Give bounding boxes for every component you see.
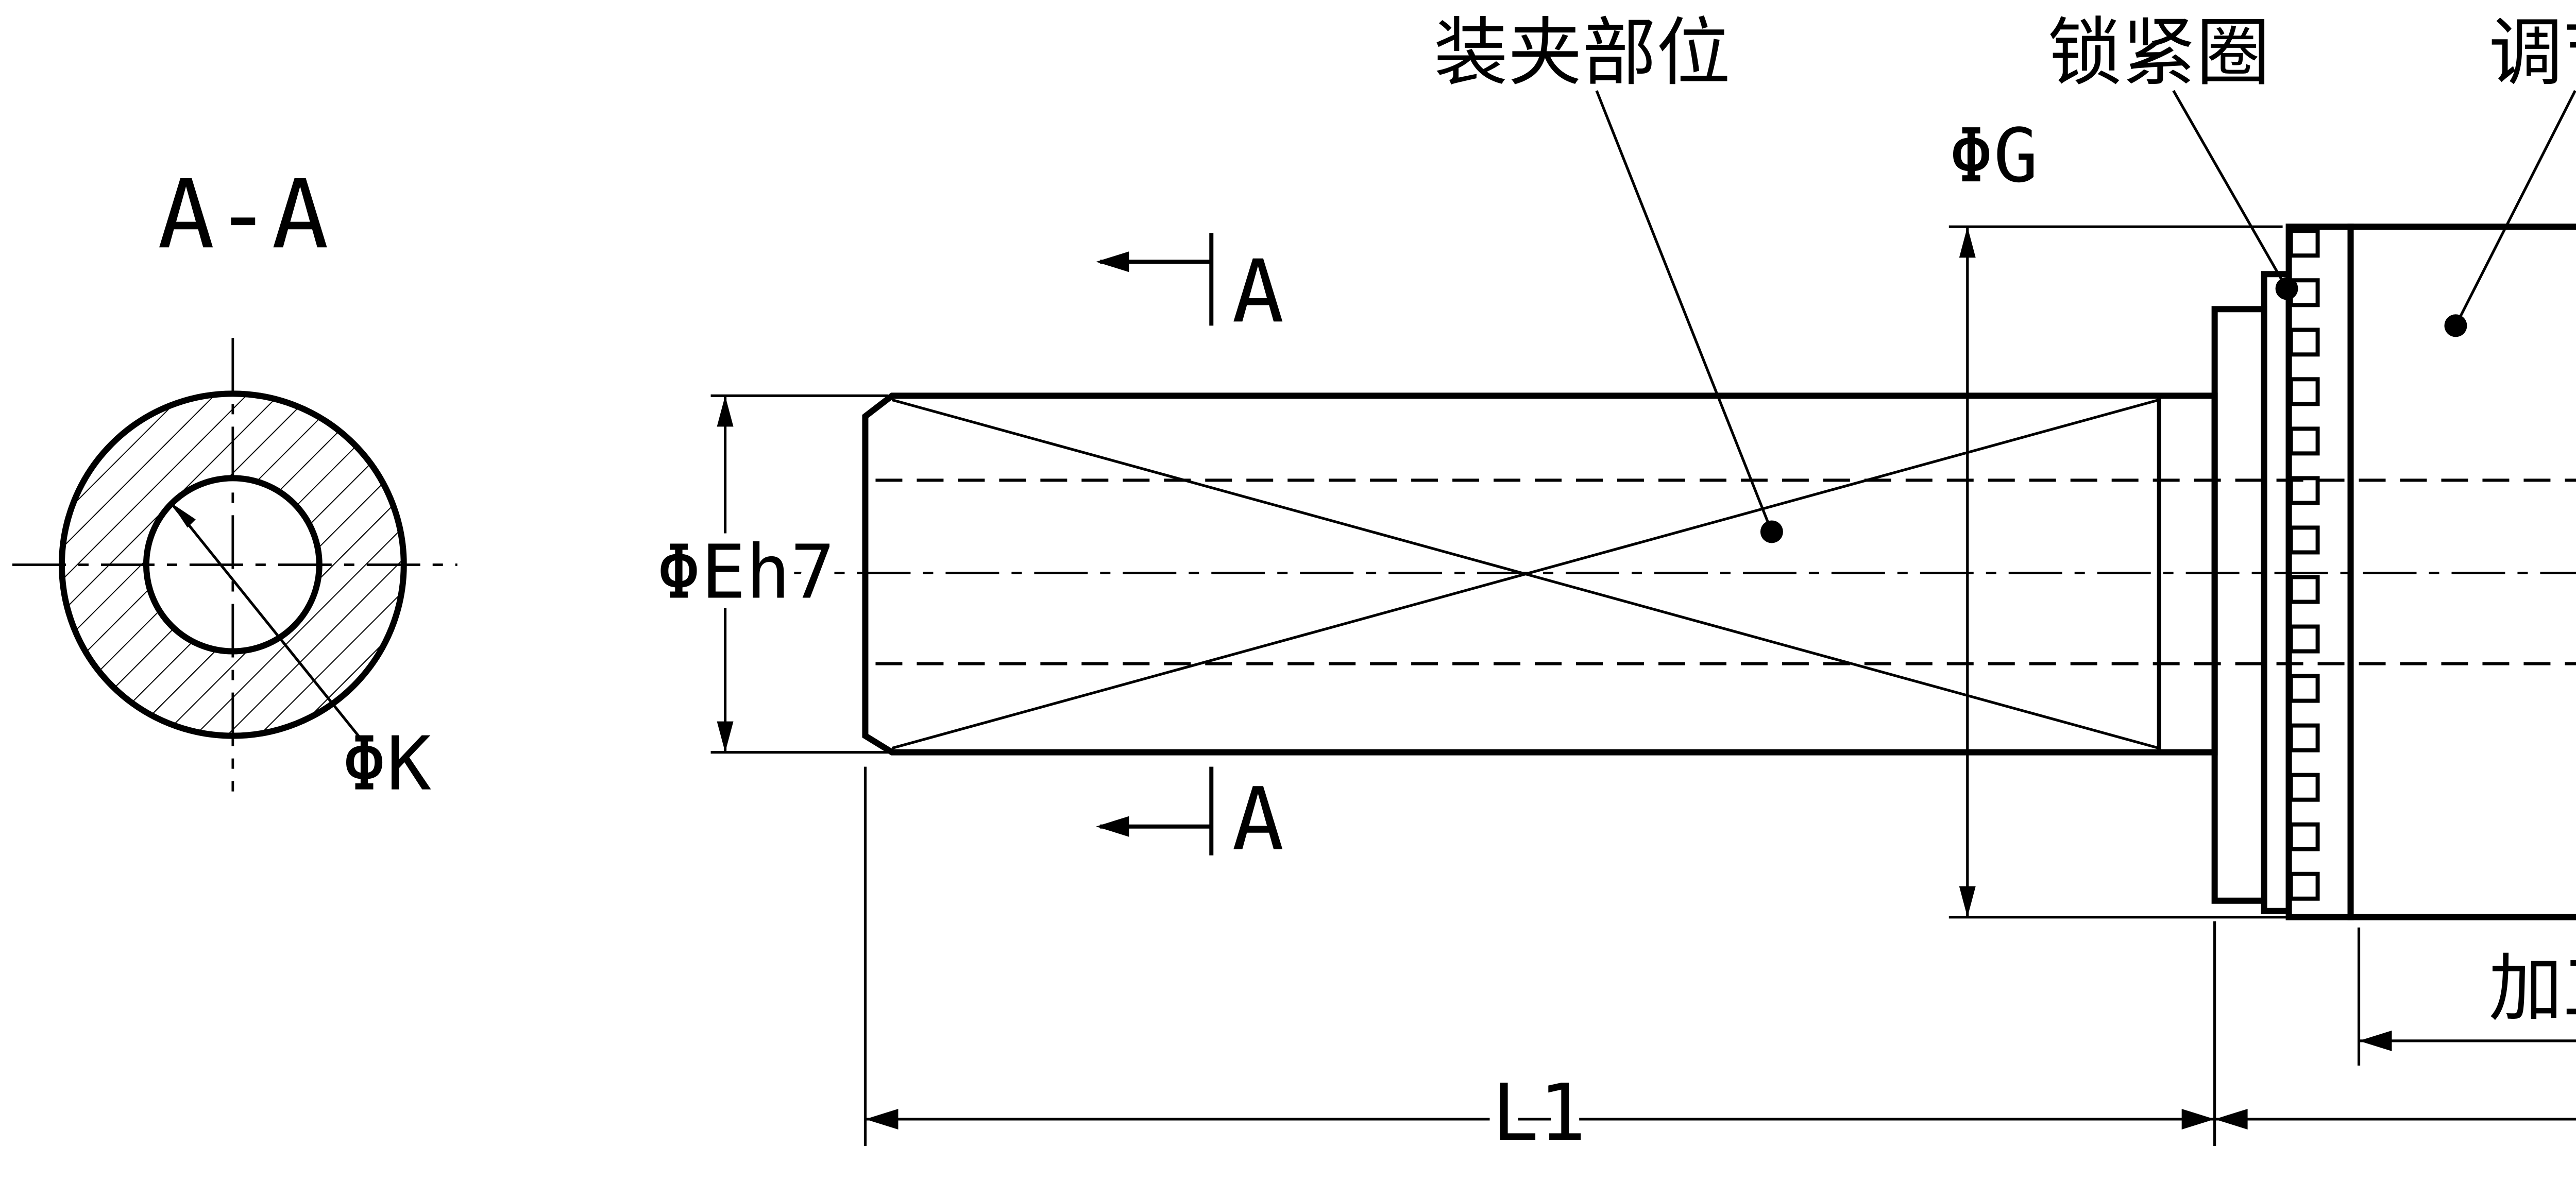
leader-dot-clamping [1760,520,1783,543]
leader-dot-adjusting-shell [2444,314,2467,337]
cut-mark-bottom [1100,766,1214,855]
dim-shank-diameter: ΦEh7 [656,528,835,615]
label-adjusting-shell: 调节壳 [2488,9,2576,96]
dim-outer-diameter: ΦG [1949,112,2038,199]
leader-dot-lock-ring [2275,277,2298,300]
cut-arrow-bottom [1096,816,1129,837]
cut-arrow-top [1096,251,1129,272]
leader-lines [1595,90,2576,543]
head-flange-plate-2 [2261,271,2292,914]
leader-lock-ring [2172,90,2288,289]
leader-adjusting-shell [2454,90,2576,327]
cut-mark-top [1100,233,1214,326]
axis-lines [680,478,2576,665]
section-mark-top: A [1232,241,1284,342]
bore-leader-line [170,502,368,747]
label-lock-ring: 锁紧圈 [2048,9,2270,96]
annotation-text: A-A ΦK 装夹部位 锁紧圈 调节壳 保持架 芯轴 滚针 ΦG ΦEh7 ΦD… [158,9,2576,1169]
dim-shank-length: L1 [1492,1067,1586,1158]
bore-leader-arrow [171,503,196,528]
dimension-lines [710,225,2576,1146]
dim-machining-length: 加工长度 Min H [2488,945,2576,1032]
lock-ring-teeth [2289,229,2320,901]
section-mark-bottom: A [1232,769,1284,870]
section-view-aa [12,338,457,792]
leader-clamping [1595,90,1773,533]
section-cut-marks [1096,233,1214,855]
bore-diameter-label: ΦK [342,721,432,807]
label-clamping-area: 装夹部位 [1434,9,1731,96]
head-flange-plate [2211,306,2267,904]
section-hatch-ring [61,393,404,736]
section-title: A-A [158,160,329,270]
